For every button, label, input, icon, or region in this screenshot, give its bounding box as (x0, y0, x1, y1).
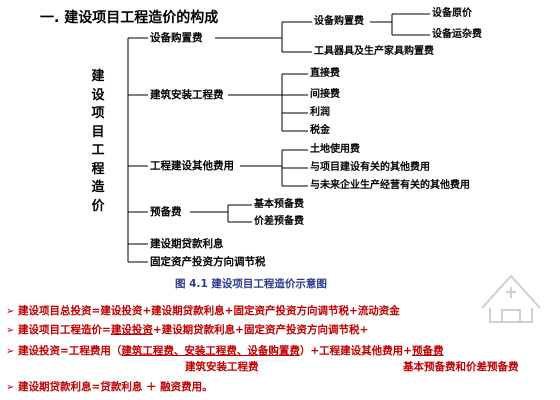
formula-project-cost-rest: +建设期贷款利息+固定资产投资方向调节税+ (152, 324, 369, 336)
node-price-reserve: 价差预备费 (254, 216, 304, 227)
formula-project-cost-prefix: 建设项目工程造价= (18, 324, 111, 336)
formula-investment-prefix: 建设投资=工程费用（ (18, 345, 122, 357)
formula-total-text: 建设项目总投资=建设投资+建设期贷款利息+固定资产投资方向调节税+流动资金 (18, 305, 400, 317)
node-equipment-price: 设备原价 (432, 8, 472, 19)
node-reserve: 预备费 (150, 206, 182, 218)
arrow-bullet-icon: ➢ (6, 306, 15, 317)
node-equipment-freight: 设备运杂费 (432, 29, 482, 40)
formula-sub-construction: 建筑安装工程费 (185, 361, 259, 373)
formula-investment-mid: ）+工程建设其他费用+ (299, 345, 412, 357)
page-heading: 一. 建设项目工程造价的构成 (40, 10, 219, 26)
node-indirect: 间接费 (310, 89, 340, 100)
node-loan-interest: 建设期贷款利息 (150, 238, 224, 250)
node-equipment: 设备购置费 (150, 32, 203, 44)
root-node: 建设项目工程造价 (91, 69, 105, 214)
formula-construction-investment: ➢ 建设投资=工程费用（建筑工程费、安装工程费、设备购置费）+工程建设其他费用+… (6, 346, 443, 357)
arrow-bullet-icon: ➢ (6, 382, 15, 393)
figure-caption: 图 4.1 建设项目工程造价示意图 (175, 278, 327, 290)
node-direct: 直接费 (310, 68, 340, 79)
node-land: 土地使用费 (310, 144, 360, 155)
node-tax: 税金 (310, 125, 330, 136)
arrow-bullet-icon: ➢ (6, 346, 15, 357)
formula-sub-reserve: 基本预备费和价差预备费 (403, 361, 519, 373)
node-basic-reserve: 基本预备费 (254, 199, 304, 210)
formula-project-cost: ➢ 建设项目工程造价=建设投资+建设期贷款利息+固定资产投资方向调节税+ (6, 325, 368, 336)
node-profit: 利润 (310, 107, 330, 118)
node-construction: 建筑安装工程费 (150, 89, 224, 101)
arrow-bullet-icon: ➢ (6, 325, 15, 336)
node-future-ops: 与未来企业生产经营有关的其他费用 (310, 180, 470, 191)
formula-loan-interest: ➢ 建设期贷款利息=贷款利息 ＋ 融资费用。 (6, 382, 213, 393)
node-adjustment-tax: 固定资产投资方向调节税 (150, 256, 266, 268)
formula-project-cost-investment: 建设投资 (110, 324, 153, 336)
formula-investment-engineering: 建筑工程费、安装工程费、设备购置费 (121, 345, 300, 357)
formula-loan-text: 建设期贷款利息=贷款利息 ＋ 融资费用。 (18, 381, 213, 393)
node-other: 工程建设其他费用 (150, 160, 234, 172)
node-project-related: 与项目建设有关的其他费用 (310, 162, 430, 173)
watermark-logo-icon (481, 274, 541, 323)
formula-total-investment: ➢ 建设项目总投资=建设投资+建设期贷款利息+固定资产投资方向调节税+流动资金 (6, 306, 400, 317)
node-equipment-purchase: 设备购置费 (314, 16, 364, 27)
node-tools: 工具器具及生产家具购置费 (314, 46, 434, 57)
formula-investment-reserve: 预备费 (411, 345, 444, 357)
